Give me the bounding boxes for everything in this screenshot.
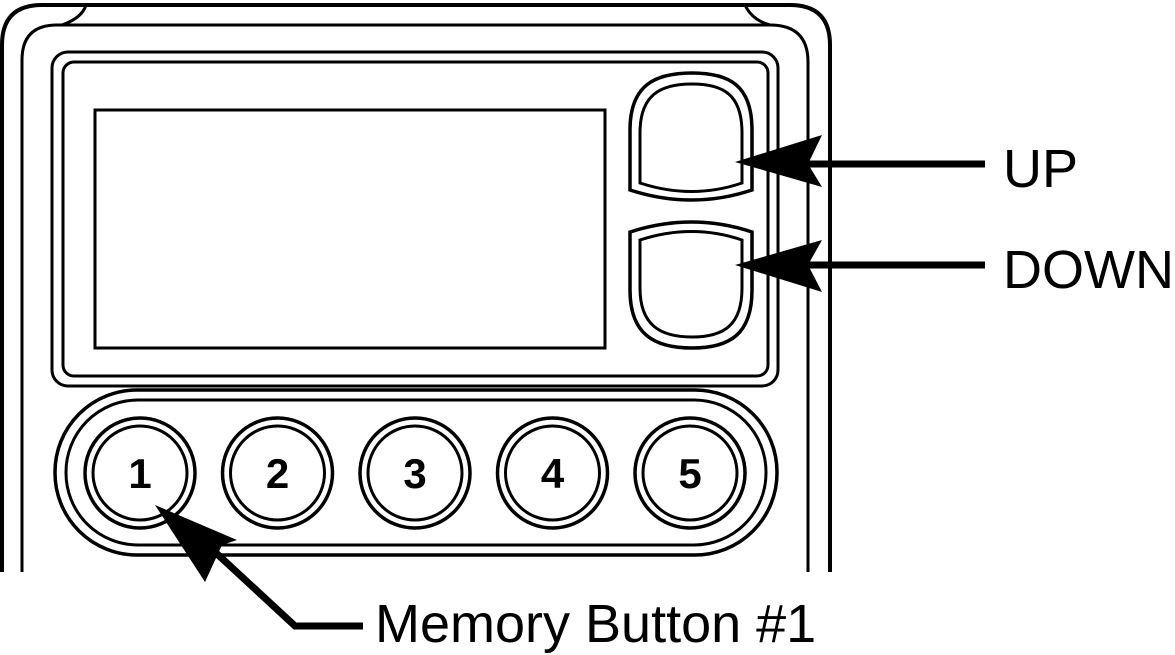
memory-button-callout-arrow xyxy=(155,505,363,630)
memory-button-ring-outer xyxy=(633,416,747,530)
up-button[interactable] xyxy=(628,71,754,202)
memory-button-4[interactable]: 4 xyxy=(495,416,610,530)
memory-button-2[interactable]: 2 xyxy=(220,416,335,530)
device-housing xyxy=(0,3,832,572)
memory-buttons: 1 2 3 4 5 xyxy=(83,416,747,530)
down-callout-arrow xyxy=(735,240,985,292)
memory-button-ring-outer xyxy=(495,416,610,530)
memory-button-ring-outer xyxy=(83,416,197,530)
memory-button-ring-inner xyxy=(229,424,326,522)
memory-button-3[interactable]: 3 xyxy=(358,416,472,530)
memory-button-ring-outer xyxy=(220,416,335,530)
memory-button-5[interactable]: 5 xyxy=(633,416,747,530)
memory-button-ring-outer xyxy=(358,416,472,530)
memory-button-ring-inner xyxy=(91,424,189,522)
memory-button-ring-inner xyxy=(366,424,464,522)
memory-button-number: 4 xyxy=(541,450,565,497)
down-label: DOWN xyxy=(1003,240,1174,300)
memory-button-number: 3 xyxy=(403,450,426,497)
down-button[interactable] xyxy=(628,220,754,350)
memory-button-tray xyxy=(53,388,779,557)
memory-button-1[interactable]: 1 xyxy=(83,416,197,530)
up-callout-arrow xyxy=(735,135,985,187)
lcd-screen xyxy=(93,108,607,350)
memory-button-ring-inner xyxy=(504,424,601,522)
memory-button-number: 1 xyxy=(128,450,151,497)
memory-button-ring-inner xyxy=(641,424,739,522)
up-label: UP xyxy=(1003,139,1078,199)
memory-button-number: 5 xyxy=(678,450,701,497)
display-bezel xyxy=(50,50,780,388)
memory-button-number: 2 xyxy=(266,450,289,497)
memory-button-label: Memory Button #1 xyxy=(375,594,816,654)
